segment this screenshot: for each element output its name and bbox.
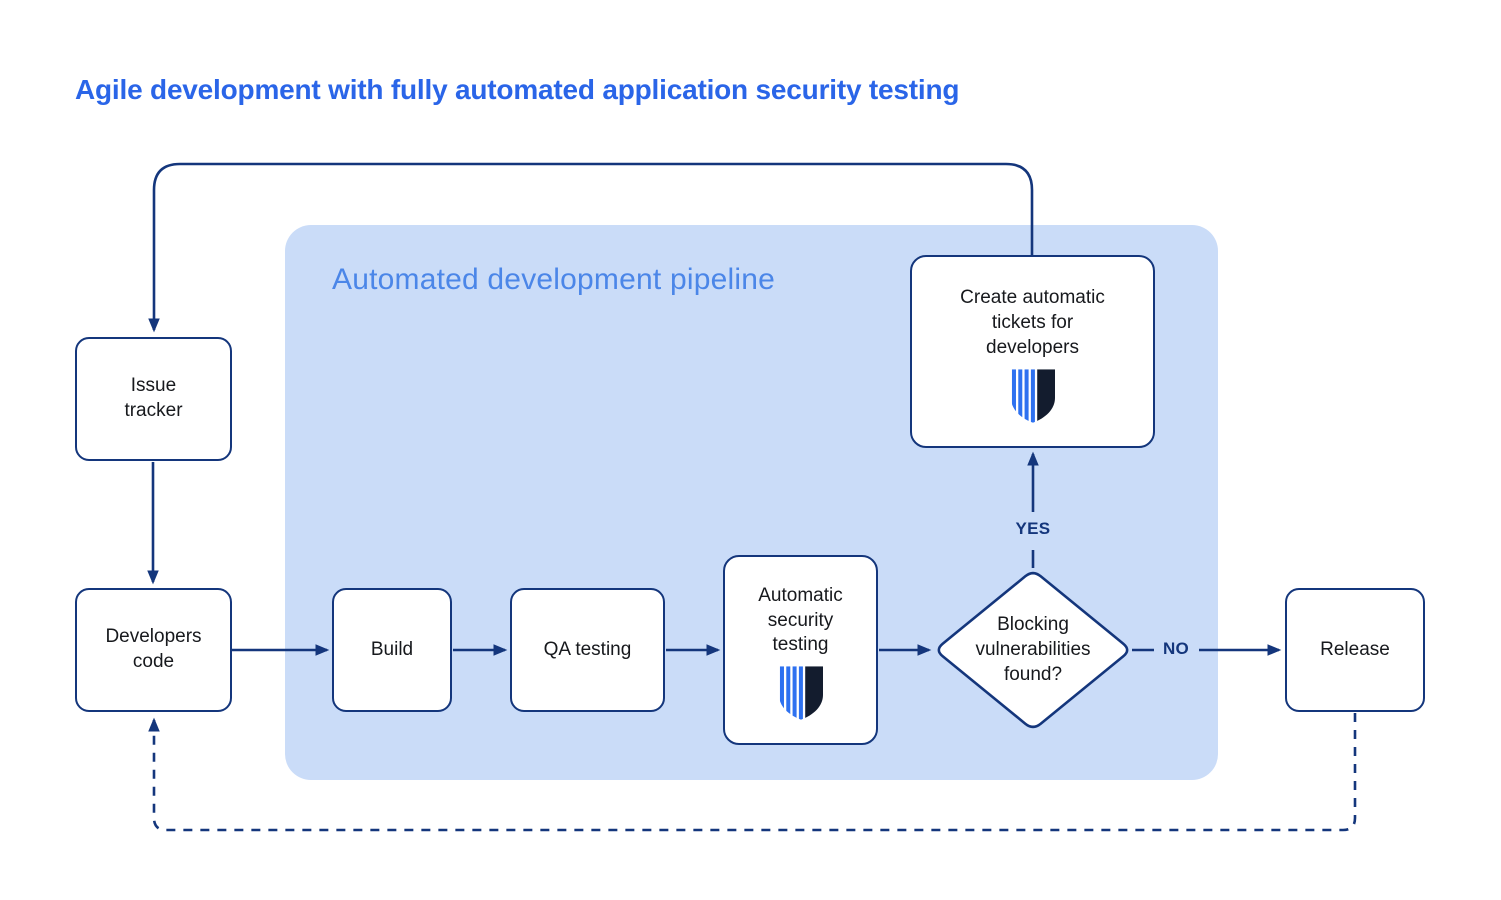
node-release: Release (1285, 588, 1425, 712)
node-issue-tracker: Issue tracker (75, 337, 232, 461)
striped-shield-icon (1011, 369, 1055, 423)
node-label: Developers code (105, 626, 202, 672)
node-label: Build (370, 638, 414, 660)
node-developers-code: Developers code (75, 588, 232, 712)
node-create-tickets: Create automatic tickets for developers (910, 255, 1155, 448)
page-title: Agile development with fully automated a… (75, 74, 960, 105)
node-label: Issue tracker (124, 375, 183, 421)
pipeline-panel-label: Automated development pipeline (332, 263, 775, 296)
no-edge-label: NO (1162, 639, 1190, 658)
node-build: Build (332, 588, 452, 712)
node-automatic-security-testing: Automatic security testing (723, 555, 878, 745)
node-label: Release (1320, 638, 1390, 660)
node-label: Automatic security testing (758, 584, 843, 656)
yes-edge-label: YES (1015, 519, 1051, 538)
striped-shield-icon (779, 666, 823, 720)
node-label: Create automatic tickets for developers (960, 287, 1105, 358)
node-label: QA testing (543, 638, 632, 660)
node-qa-testing: QA testing (510, 588, 665, 712)
decision-label: Blocking vulnerabilities found? (975, 614, 1091, 686)
